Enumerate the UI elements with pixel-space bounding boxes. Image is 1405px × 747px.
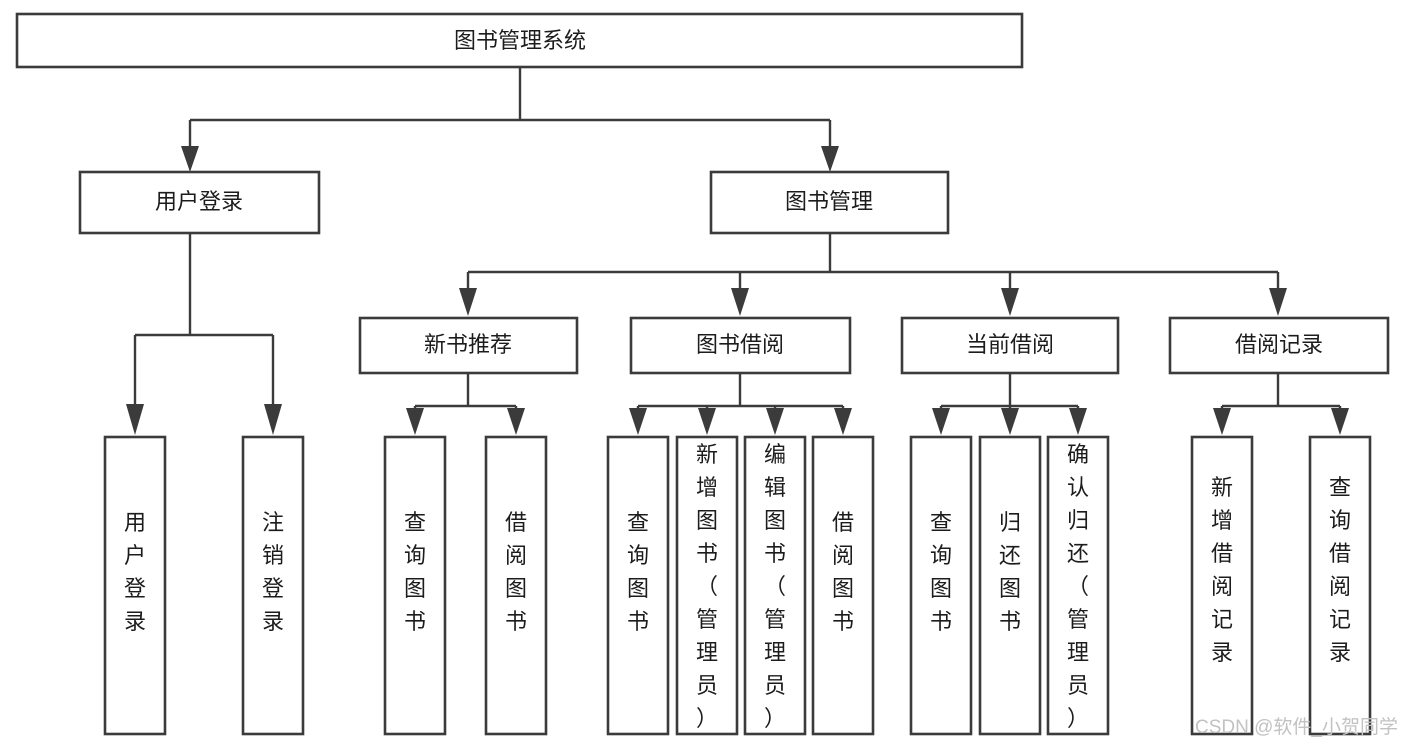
node-root-box[interactable]	[15, 12, 1024, 69]
node-leaf-user-login-box[interactable]	[103, 435, 167, 736]
connector-group-book-manage	[459, 233, 1287, 316]
arrow-head-user-login	[181, 146, 199, 172]
node-user-login-box[interactable]	[78, 170, 321, 235]
connector-group-user-login	[126, 233, 282, 435]
node-leaf-borrow-book-1[interactable]: 借阅图书	[484, 435, 548, 736]
node-borrow-record[interactable]: 借阅记录	[1168, 316, 1390, 375]
node-book-manage[interactable]: 图书管理	[709, 170, 950, 235]
node-leaf-query-book-1-box[interactable]	[383, 435, 447, 736]
csdn-watermark: CSDN @软件_小贺同学	[1195, 716, 1398, 738]
node-leaf-query-book-2-box[interactable]	[606, 435, 670, 736]
node-new-book-rec[interactable]: 新书推荐	[358, 316, 579, 375]
node-root-label: 图书管理系统	[454, 28, 586, 53]
node-user-login-label: 用户登录	[155, 189, 243, 214]
arrow-head-leaf-return-book	[1001, 408, 1019, 435]
node-leaf-add-record[interactable]: 新增借阅记录	[1190, 435, 1254, 736]
arrow-head-leaf-query-book-1	[406, 408, 424, 435]
arrow-head-leaf-borrow-book-2	[834, 408, 852, 435]
node-leaf-confirm-return-box[interactable]	[1046, 435, 1110, 736]
node-leaf-add-book-box[interactable]	[675, 435, 739, 736]
node-leaf-borrow-book-1-box[interactable]	[484, 435, 548, 736]
node-leaf-edit-book[interactable]: 编辑图书（管理员）	[743, 435, 807, 736]
node-book-manage-box[interactable]	[709, 170, 950, 235]
node-leaf-query-record-label: 查询借阅记录	[1329, 475, 1351, 665]
arrow-head-book-borrow	[731, 288, 749, 316]
node-new-book-rec-box[interactable]	[358, 316, 579, 375]
node-leaf-query-book-3-label: 查询图书	[930, 510, 952, 634]
arrow-head-leaf-add-book	[698, 408, 716, 435]
node-user-login[interactable]: 用户登录	[78, 170, 321, 235]
node-leaf-query-record[interactable]: 查询借阅记录	[1308, 435, 1372, 736]
connector-group-root	[181, 67, 839, 172]
node-leaf-borrow-book-1-label: 借阅图书	[505, 510, 527, 634]
node-leaf-return-book-box[interactable]	[978, 435, 1042, 736]
node-leaf-borrow-book-2[interactable]: 借阅图书	[811, 435, 875, 736]
node-current-borrow[interactable]: 当前借阅	[900, 316, 1120, 375]
node-leaf-return-book-label: 归还图书	[999, 510, 1021, 634]
node-leaf-query-record-box[interactable]	[1308, 435, 1372, 736]
node-current-borrow-box[interactable]	[900, 316, 1120, 375]
node-leaf-user-login[interactable]: 用户登录	[103, 435, 167, 736]
node-leaf-query-book-2[interactable]: 查询图书	[606, 435, 670, 736]
node-leaf-query-book-3[interactable]: 查询图书	[909, 435, 973, 736]
node-leaf-edit-book-label: 编辑图书（管理员）	[764, 442, 786, 731]
node-leaf-query-book-1[interactable]: 查询图书	[383, 435, 447, 736]
arrow-head-borrow-record	[1269, 288, 1287, 316]
node-book-manage-label: 图书管理	[785, 189, 873, 214]
arrow-head-leaf-logout	[264, 404, 282, 435]
node-leaf-logout-label: 注销登录	[262, 510, 284, 634]
node-leaf-user-login-label: 用户登录	[124, 510, 146, 634]
node-root[interactable]: 图书管理系统	[15, 12, 1024, 69]
node-leaf-confirm-return-label: 确认归还（管理员）	[1067, 442, 1089, 731]
node-new-book-rec-label: 新书推荐	[424, 332, 512, 357]
arrow-head-leaf-query-book-3	[932, 408, 950, 435]
arrow-head-leaf-user-login	[126, 404, 144, 435]
node-leaf-return-book[interactable]: 归还图书	[978, 435, 1042, 736]
node-leaf-add-book-label: 新增图书（管理员）	[696, 442, 718, 731]
node-book-borrow-label: 图书借阅	[696, 332, 784, 357]
node-book-borrow-box[interactable]	[629, 316, 852, 375]
connector-group-new-book-rec	[406, 373, 525, 435]
connector-group-book-borrow	[629, 373, 852, 435]
node-leaf-logout-box[interactable]	[241, 435, 305, 736]
arrow-head-leaf-borrow-book-1	[507, 408, 525, 435]
node-borrow-record-label: 借阅记录	[1235, 332, 1323, 357]
node-leaf-query-book-2-label: 查询图书	[627, 510, 649, 634]
node-leaf-edit-book-box[interactable]	[743, 435, 807, 736]
node-current-borrow-label: 当前借阅	[966, 332, 1054, 357]
arrow-head-book-manage	[821, 146, 839, 172]
node-leaf-borrow-book-2-label: 借阅图书	[832, 510, 854, 634]
node-leaf-query-book-3-box[interactable]	[909, 435, 973, 736]
node-leaf-add-record-box[interactable]	[1190, 435, 1254, 736]
node-leaf-borrow-book-2-box[interactable]	[811, 435, 875, 736]
arrow-head-leaf-query-book-2	[629, 408, 647, 435]
node-borrow-record-box[interactable]	[1168, 316, 1390, 375]
arrow-head-leaf-query-record	[1331, 408, 1349, 435]
arrow-head-leaf-add-record	[1213, 408, 1231, 435]
connector-group-current-borrow	[932, 373, 1087, 435]
arrow-head-new-book-rec	[459, 288, 477, 316]
node-book-borrow[interactable]: 图书借阅	[629, 316, 852, 375]
node-leaf-logout[interactable]: 注销登录	[241, 435, 305, 736]
arrow-head-leaf-confirm-return	[1069, 408, 1087, 435]
node-leaf-add-book[interactable]: 新增图书（管理员）	[675, 435, 739, 736]
connector-group-borrow-record	[1213, 373, 1349, 435]
node-leaf-add-record-label: 新增借阅记录	[1211, 475, 1233, 665]
node-leaf-query-book-1-label: 查询图书	[404, 510, 426, 634]
arrow-head-leaf-edit-book	[766, 408, 784, 435]
node-leaf-confirm-return[interactable]: 确认归还（管理员）	[1046, 435, 1110, 736]
arrow-head-current-borrow	[1001, 288, 1019, 316]
